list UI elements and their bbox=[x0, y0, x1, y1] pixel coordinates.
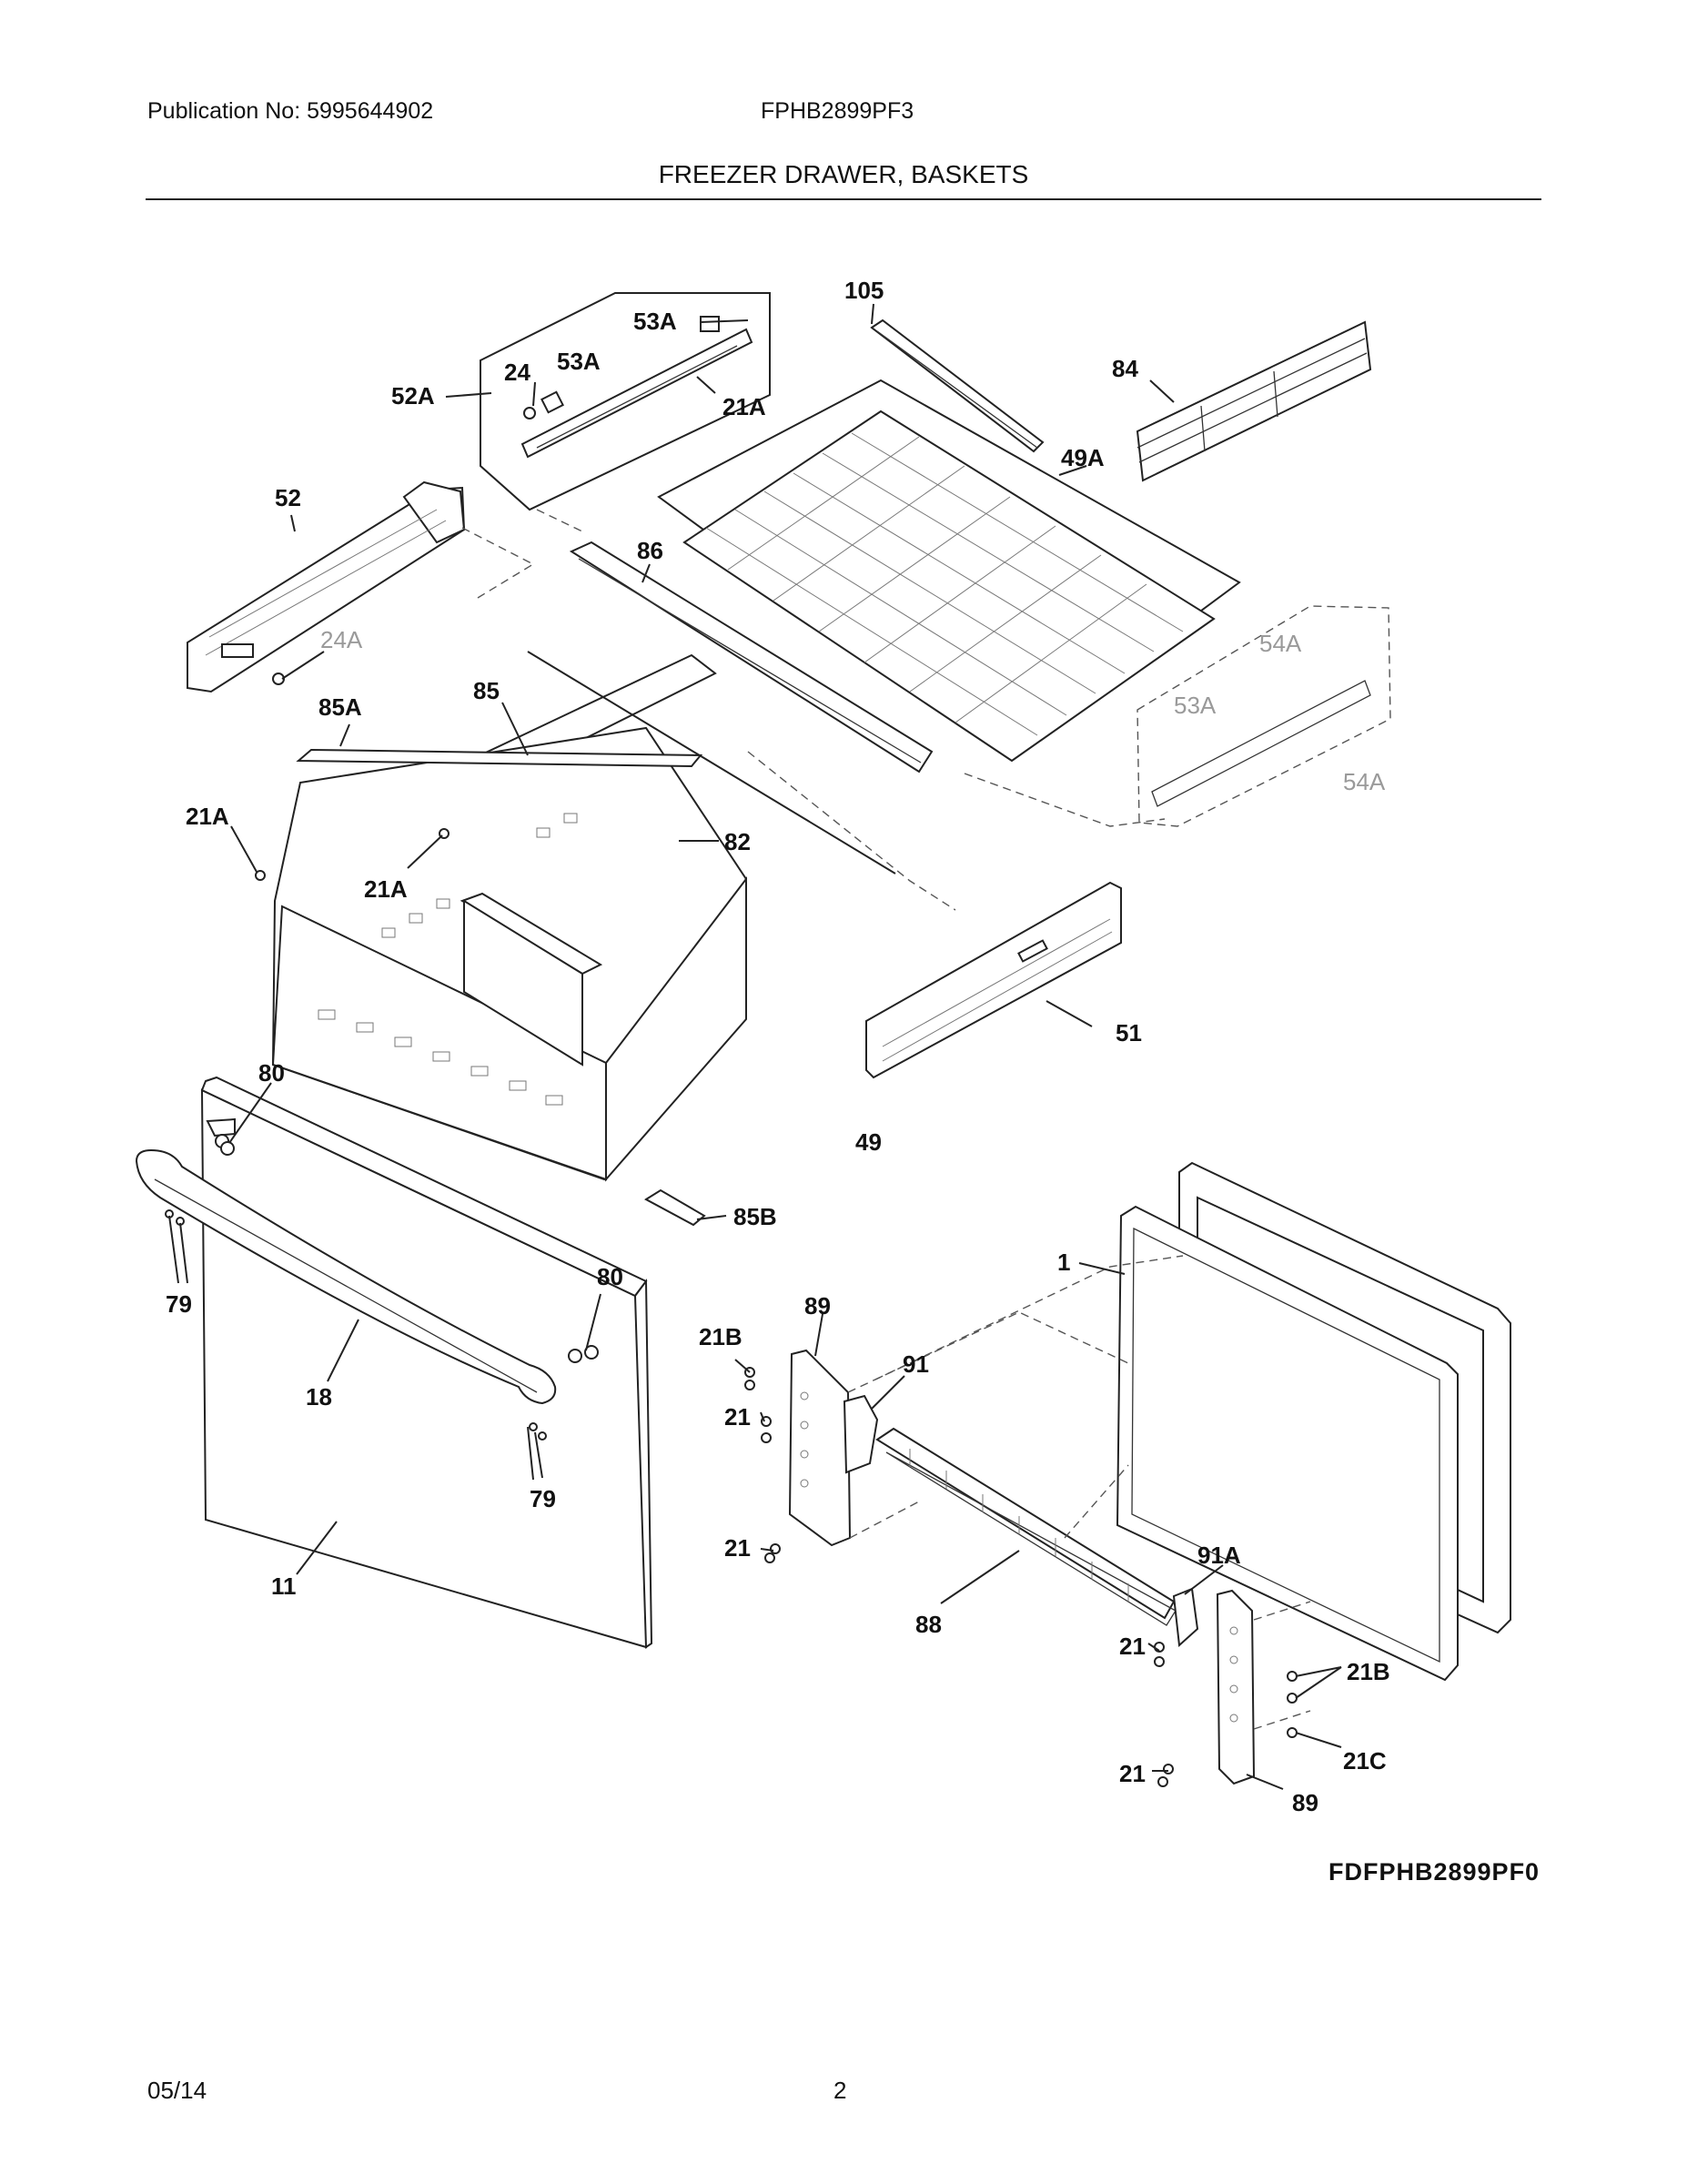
callout-11: 11 bbox=[271, 1572, 297, 1600]
callout-51: 51 bbox=[1116, 1019, 1142, 1046]
alignment-lines-upper bbox=[461, 509, 1166, 911]
callout-105: 105 bbox=[844, 277, 884, 304]
callout-21C: 21C bbox=[1343, 1747, 1387, 1774]
callout-91: 91 bbox=[903, 1350, 929, 1378]
callout-1: 1 bbox=[1057, 1249, 1070, 1276]
callout-54A-right: 54A bbox=[1343, 768, 1386, 795]
model-number: FPHB2899PF3 bbox=[761, 98, 914, 124]
callout-52: 52 bbox=[275, 484, 301, 511]
callout-21-d: 21 bbox=[1119, 1760, 1146, 1787]
callout-49A: 49A bbox=[1061, 444, 1105, 471]
publication-date: 05/14 bbox=[147, 2077, 207, 2104]
drawer-handle bbox=[135, 1148, 557, 1441]
callout-21-b: 21 bbox=[724, 1534, 751, 1562]
page-number: 2 bbox=[833, 2077, 847, 2104]
callout-79-left: 79 bbox=[166, 1290, 192, 1318]
callout-88: 88 bbox=[915, 1611, 942, 1638]
basket-support-bar bbox=[870, 318, 1045, 453]
page-title: FREEZER DRAWER, BASKETS bbox=[658, 160, 1029, 188]
callout-49: 49 bbox=[855, 1128, 882, 1156]
callout-85A: 85A bbox=[318, 693, 362, 721]
callout-80-top: 80 bbox=[258, 1059, 285, 1087]
callout-91A: 91A bbox=[1197, 1542, 1241, 1569]
callout-53A-top: 53A bbox=[633, 308, 677, 335]
callout-89-top: 89 bbox=[804, 1292, 831, 1320]
alignment-lines-lower bbox=[847, 1255, 1311, 1730]
rail-bracket-inset bbox=[480, 292, 771, 511]
callout-21B-top: 21B bbox=[699, 1323, 742, 1350]
wire-divider bbox=[1136, 320, 1372, 482]
callout-86: 86 bbox=[637, 537, 663, 564]
callout-18: 18 bbox=[306, 1383, 332, 1410]
callout-80-right: 80 bbox=[597, 1263, 623, 1290]
callout-53A: 53A bbox=[557, 348, 601, 375]
callout-89-bottom: 89 bbox=[1292, 1789, 1318, 1816]
callout-54A: 54A bbox=[1259, 630, 1302, 657]
callout-21A-mid: 21A bbox=[364, 875, 408, 903]
leader-lines bbox=[168, 303, 1342, 1790]
left-mount-bracket bbox=[788, 1349, 879, 1547]
right-mount-bracket bbox=[1172, 1587, 1256, 1785]
lower-rail-strip bbox=[644, 1188, 706, 1227]
drawer-rod bbox=[527, 651, 896, 875]
callout-84: 84 bbox=[1112, 355, 1138, 382]
callout-52A: 52A bbox=[391, 382, 435, 410]
callout-53A-right: 53A bbox=[1174, 692, 1217, 719]
callout-85B: 85B bbox=[733, 1203, 777, 1230]
callout-21-a: 21 bbox=[724, 1403, 751, 1431]
right-bracket-inset bbox=[1136, 605, 1391, 827]
callout-85: 85 bbox=[473, 677, 500, 704]
right-slide-rail bbox=[865, 881, 1122, 1079]
callout-24: 24 bbox=[504, 359, 530, 386]
callout-21A-left: 21A bbox=[186, 803, 229, 830]
callout-82: 82 bbox=[724, 828, 751, 855]
publication-number: Publication No: 5995644902 bbox=[147, 98, 434, 124]
door-gasket bbox=[1116, 1205, 1459, 1682]
callout-labels: 105 53A 24 53A 84 52A 21A 49A 52 86 24A … bbox=[166, 277, 1390, 1816]
callout-79-right: 79 bbox=[530, 1485, 556, 1512]
left-slide-rail bbox=[187, 480, 466, 693]
callout-24A: 24A bbox=[320, 626, 363, 653]
drawer-front-panel bbox=[200, 1076, 653, 1649]
basket-front-trim bbox=[569, 541, 934, 774]
upper-wire-basket bbox=[657, 379, 1241, 763]
freezer-drawer-bin bbox=[271, 726, 748, 1182]
diagram-code: FDFPHB2899PF0 bbox=[1328, 1858, 1541, 1886]
callout-21-c: 21 bbox=[1119, 1633, 1146, 1660]
callout-21B-right: 21B bbox=[1347, 1658, 1390, 1685]
basket-rail bbox=[875, 1427, 1177, 1626]
callout-21A-top: 21A bbox=[722, 393, 766, 420]
header-rule bbox=[146, 198, 1541, 200]
